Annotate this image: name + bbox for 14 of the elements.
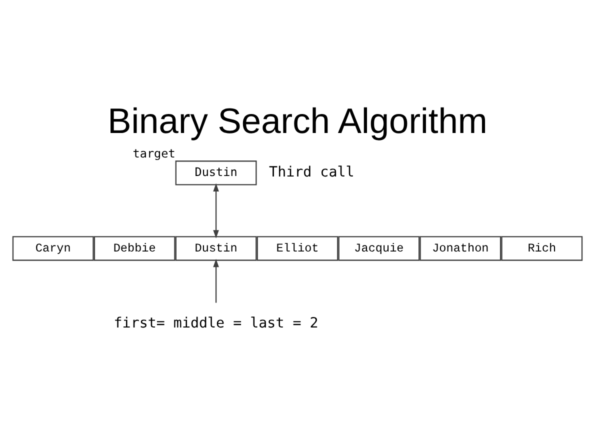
node-text: first= middle = last = 2	[114, 315, 318, 332]
arrow	[213, 182, 219, 238]
node-label: target	[132, 146, 176, 160]
node-box: Elliot	[256, 236, 338, 260]
node-box: Jacquie	[338, 236, 420, 260]
label: Third call	[269, 164, 354, 180]
diagram-title: Binary Search Algorithm	[108, 100, 488, 140]
node-box: Dustin	[175, 236, 257, 260]
node-box: Debbie	[94, 236, 176, 260]
node-box: Dustin	[175, 160, 257, 185]
node-box: Jonathon	[420, 236, 502, 260]
node-box: Rich	[501, 236, 583, 260]
node-box: Caryn	[12, 236, 94, 260]
arrow	[213, 258, 219, 302]
